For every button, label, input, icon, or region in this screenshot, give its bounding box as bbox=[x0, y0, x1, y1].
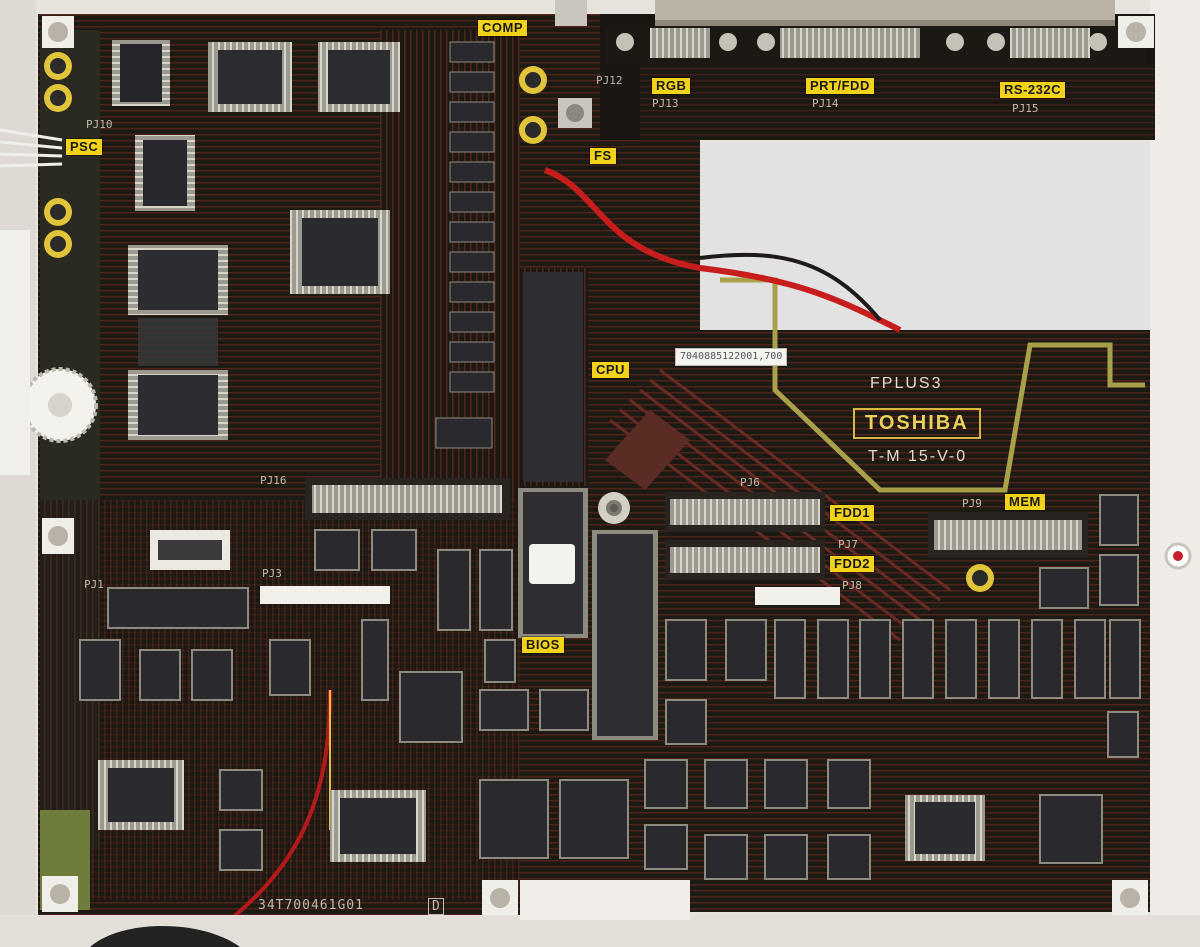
label-rs232c: RS-232C bbox=[1000, 82, 1065, 98]
red-wire-2 bbox=[699, 252, 882, 322]
white-header-1 bbox=[260, 586, 390, 604]
rear-connector-plate-shade bbox=[655, 20, 1115, 26]
label-psc: PSC bbox=[66, 139, 103, 155]
capacitor-mem-inner bbox=[972, 570, 988, 586]
chip-qfp-lower-mid bbox=[330, 790, 426, 862]
silk-pj7: PJ7 bbox=[838, 538, 858, 551]
chip-qfp-lower-left bbox=[98, 760, 184, 830]
silk-pj15: PJ15 bbox=[1012, 102, 1039, 115]
board-part-number: T-M 15-V-0 bbox=[868, 448, 968, 465]
chip-mem-mid bbox=[138, 318, 218, 366]
label-comp: COMP bbox=[478, 20, 527, 36]
chip-column bbox=[435, 41, 495, 449]
small-chips-lower bbox=[79, 494, 1139, 880]
serial-sticker: 7040885122001,700 bbox=[675, 348, 788, 366]
case-red-button-dot bbox=[1173, 551, 1183, 561]
cpu-chip bbox=[518, 268, 588, 486]
label-bios: BIOS bbox=[522, 637, 564, 653]
silk-pj9: PJ9 bbox=[962, 497, 982, 510]
bios-chip bbox=[518, 488, 588, 638]
silk-pj13: PJ13 bbox=[652, 97, 679, 110]
connector-fdd2 bbox=[665, 540, 825, 580]
silk-pj14: PJ14 bbox=[812, 97, 839, 110]
ram-chip-row bbox=[774, 619, 1141, 699]
label-rgb: RGB bbox=[652, 78, 691, 94]
white-cable bbox=[0, 128, 63, 168]
connector-fdd1 bbox=[665, 492, 825, 532]
chip-wide-left bbox=[107, 587, 249, 629]
screws bbox=[42, 16, 1154, 916]
silk-board-rev: D bbox=[428, 898, 444, 915]
capacitors-left bbox=[44, 52, 72, 258]
label-prt-fdd: PRT/FDD bbox=[806, 78, 874, 94]
diagonal-chip bbox=[605, 410, 690, 490]
toshiba-chip bbox=[592, 530, 658, 740]
case-right-edge bbox=[1150, 0, 1200, 947]
label-fdd1: FDD1 bbox=[830, 505, 874, 521]
silk-pj10: PJ10 bbox=[86, 118, 113, 131]
chip-mem-1 bbox=[128, 245, 228, 315]
label-mem: MEM bbox=[1005, 494, 1045, 510]
gold-outline bbox=[720, 277, 1145, 493]
case-bottom-notch bbox=[520, 880, 690, 920]
chip-qfp-lower-right bbox=[905, 795, 985, 861]
silk-pj16: PJ16 bbox=[260, 474, 287, 487]
empty-bay bbox=[702, 142, 1150, 330]
dip-switch-body bbox=[158, 540, 222, 560]
silk-pj3: PJ3 bbox=[262, 567, 282, 580]
red-wire-1 bbox=[543, 167, 902, 333]
silk-pj1: PJ1 bbox=[84, 578, 104, 591]
silk-pj8: PJ8 bbox=[842, 579, 862, 592]
chip-mem-2 bbox=[128, 370, 228, 440]
toshiba-logo: TOSHIBA bbox=[853, 408, 981, 439]
label-fs: FS bbox=[590, 148, 616, 164]
silk-board-id: 34T700461G01 bbox=[258, 898, 364, 913]
white-header-2 bbox=[755, 587, 840, 605]
connector-mem bbox=[928, 512, 1088, 558]
chip-qfp-1 bbox=[112, 40, 170, 106]
dial-wheel bbox=[22, 367, 98, 443]
connector-pj16 bbox=[305, 478, 510, 520]
capacitors-top bbox=[519, 66, 592, 144]
label-fdd2: FDD2 bbox=[830, 556, 874, 572]
rear-connectors bbox=[555, 0, 1145, 64]
chip-qfp-4 bbox=[135, 135, 195, 211]
silk-pj12: PJ12 bbox=[596, 74, 623, 87]
chip-qfp-5 bbox=[290, 210, 390, 294]
chip-qfp-3 bbox=[318, 42, 400, 112]
chip-qfp-2 bbox=[208, 42, 292, 112]
speaker bbox=[90, 925, 240, 947]
board-model: FPLUS3 bbox=[870, 375, 943, 392]
label-cpu: CPU bbox=[592, 362, 629, 378]
left-slot bbox=[0, 230, 30, 475]
rear-trace-fan bbox=[640, 64, 1155, 140]
silk-pj6: PJ6 bbox=[740, 476, 760, 489]
